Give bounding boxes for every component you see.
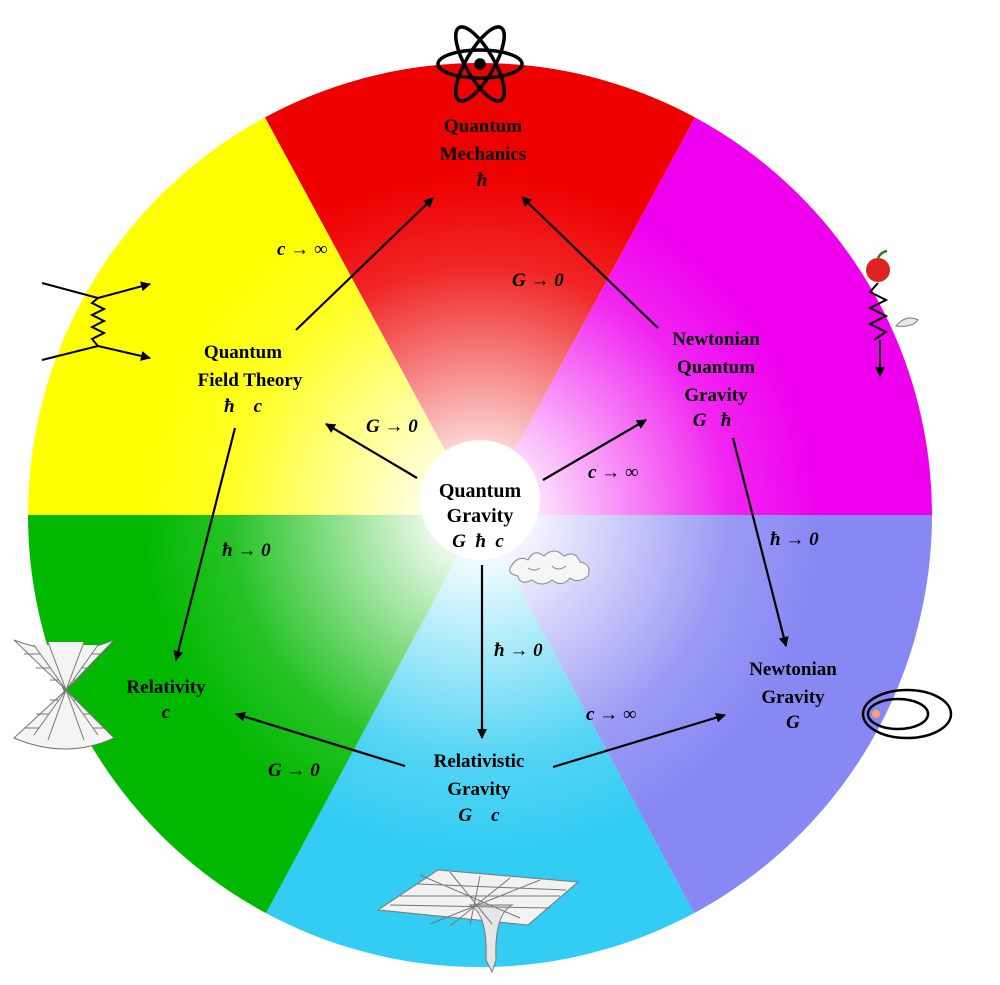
edge-label-nqg-to-ng: ħ → 0 — [770, 529, 819, 550]
falling-apple-icon — [866, 249, 919, 377]
node-variables: G — [786, 712, 800, 733]
edge-label-qg-to-nqg: c → ∞ — [588, 462, 638, 483]
node-title-line: Relativistic — [434, 751, 525, 772]
node-title-line: Mechanics — [440, 144, 527, 165]
edge-label-qft-to-qm: c → ∞ — [277, 239, 327, 260]
curved-spacetime-icon — [376, 869, 580, 974]
arrow-rg-to-rel — [235, 711, 406, 768]
node-title-line: Quantum — [204, 342, 282, 363]
arrow-rg-to-ng — [552, 712, 726, 769]
node-title-line: Quantum — [439, 480, 522, 502]
atom-icon — [436, 25, 524, 103]
edge-labels: G → 0 c → ∞ ħ → 0 c → ∞ G → 0 ħ → 0 ħ → … — [222, 239, 819, 781]
node-title-line: Relativity — [126, 677, 206, 698]
node-variables: G ħ — [693, 410, 732, 431]
node-newtonian-quantum-gravity: Newtonian Quantum Gravity G ħ — [672, 329, 760, 431]
node-quantum-gravity: Quantum Gravity G ħ c — [439, 480, 522, 552]
node-title-line: Gravity — [684, 385, 748, 406]
node-title-line: Field Theory — [198, 370, 303, 391]
edge-label-qg-to-qft: G → 0 — [366, 416, 418, 437]
edge-label-qft-to-rel: ħ → 0 — [222, 540, 271, 561]
arrow-nqg-to-qm — [521, 196, 659, 329]
node-variables: G ħ c — [452, 531, 504, 552]
node-title-line: Newtonian — [672, 329, 760, 350]
node-quantum-field-theory: Quantum Field Theory ħ c — [198, 342, 303, 417]
edge-label-nqg-to-qm: G → 0 — [512, 270, 564, 291]
arrow-qft-to-rel — [173, 427, 237, 661]
node-title-line: Gravity — [447, 779, 511, 800]
feynman-diagram-icon — [41, 281, 151, 361]
node-variables: ħ c — [224, 396, 263, 417]
center-hub — [420, 440, 540, 560]
node-title-line: Gravity — [447, 505, 514, 527]
edge-label-rg-to-ng: c → ∞ — [586, 704, 636, 725]
edge-label-rg-to-rel: G → 0 — [268, 760, 320, 781]
node-variables: ħ — [477, 170, 488, 191]
node-title-line: Quantum — [444, 116, 522, 137]
edge-label-qg-to-rg: ħ → 0 — [494, 640, 543, 661]
arrow-nqg-to-ng — [731, 437, 789, 647]
node-title-line: Newtonian — [749, 659, 837, 680]
arrow-qft-to-qm — [295, 197, 434, 331]
node-newtonian-gravity: Newtonian Gravity G — [749, 659, 837, 733]
spacetime-foam-icon — [509, 550, 590, 585]
node-title-line: Quantum — [677, 357, 755, 378]
arrow-qg-to-qft — [325, 423, 418, 479]
node-title-line: Gravity — [761, 687, 825, 708]
light-cone-icon — [13, 639, 115, 750]
node-quantum-mechanics: Quantum Mechanics ħ — [440, 116, 527, 191]
node-variables: G c — [458, 805, 500, 826]
arrow-qg-to-nqg — [542, 419, 647, 481]
node-variables: c — [162, 702, 171, 723]
orbit-icon — [861, 688, 953, 740]
color-wheel — [28, 63, 932, 967]
node-relativity: Relativity c — [126, 677, 206, 723]
arrows — [173, 196, 789, 769]
node-relativistic-gravity: Relativistic Gravity G c — [434, 751, 525, 826]
